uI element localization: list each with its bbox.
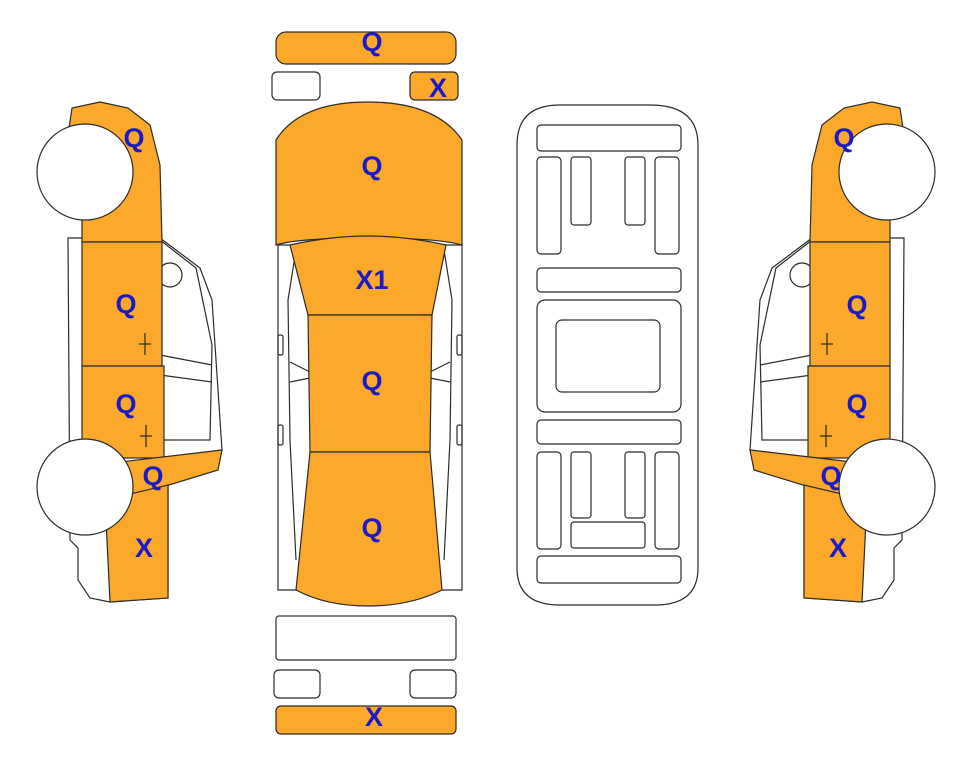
right-side-rear-wheel	[838, 438, 936, 536]
right-rocker-code: Q	[820, 461, 841, 491]
top-roof-code: Q	[361, 366, 382, 396]
top-trunk[interactable]	[295, 451, 443, 607]
top-rear-bumper-code: X	[365, 702, 383, 732]
top-taillight-right[interactable]	[409, 669, 457, 699]
right-side-front-wheel	[838, 123, 936, 221]
left-rear-door-code: Q	[115, 389, 136, 419]
top-view: Q X Q X1 Q Q X	[271, 27, 463, 735]
right-side-front-door-handle-icon	[821, 333, 833, 355]
underbody-view	[516, 104, 699, 606]
top-headlight-right-code: X	[429, 73, 447, 103]
right-rear-quarter-code: X	[829, 533, 847, 563]
left-side-front-wheel	[36, 123, 134, 221]
top-front-bumper-code: Q	[361, 27, 382, 57]
left-front-fender-code: Q	[123, 123, 144, 153]
top-front-bumper[interactable]	[275, 31, 457, 65]
left-rocker-code: Q	[142, 461, 163, 491]
left-front-door-code: Q	[115, 289, 136, 319]
top-taillight-left[interactable]	[273, 669, 321, 699]
right-side-view: Q Q Q Q X	[749, 101, 936, 603]
top-hood-code: Q	[361, 151, 382, 181]
right-rear-door-code: Q	[846, 389, 867, 419]
top-windshield-code: X1	[355, 265, 388, 295]
top-trunk-code: Q	[361, 513, 382, 543]
left-side-view: Q Q Q Q X	[36, 101, 223, 603]
top-headlight-left[interactable]	[271, 71, 321, 101]
right-side-front-door[interactable]	[809, 241, 891, 367]
top-rear-window	[275, 615, 457, 661]
left-rear-quarter-code: X	[135, 533, 153, 563]
right-front-fender-code: Q	[833, 123, 854, 153]
left-side-front-door-handle-icon	[139, 333, 151, 355]
left-side-rear-wheel	[36, 438, 134, 536]
left-side-rear-door-handle-icon	[140, 425, 152, 447]
right-front-door-code: Q	[846, 290, 867, 320]
right-side-rear-door-handle-icon	[820, 425, 832, 447]
top-windshield[interactable]	[289, 235, 447, 316]
top-rear-bumper[interactable]	[275, 705, 457, 735]
top-headlight-right[interactable]	[409, 71, 459, 101]
